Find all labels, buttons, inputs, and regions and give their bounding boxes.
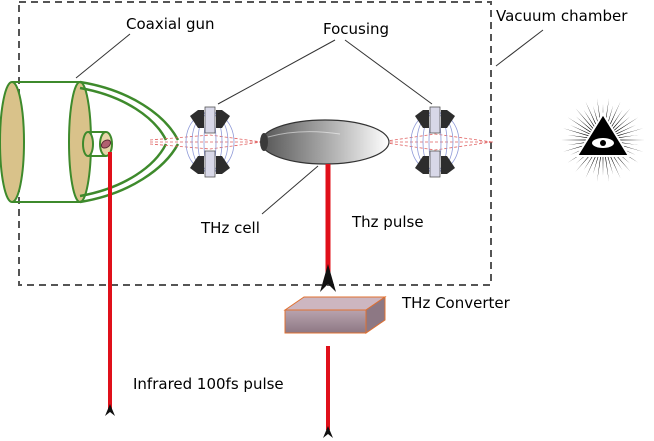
thz-converter — [283, 296, 387, 334]
label-thz-converter: THz Converter — [401, 294, 511, 312]
label-focusing: Focusing — [323, 20, 389, 38]
leader-lines — [75, 29, 544, 215]
focusing-magnet-right — [410, 106, 460, 178]
converter-output-beam — [323, 346, 333, 438]
infrared-laser-beam — [105, 152, 115, 416]
thz-cell — [260, 119, 390, 165]
focusing-magnet-left — [185, 106, 235, 178]
label-infrared-pulse: Infrared 100fs pulse — [133, 375, 284, 393]
eye-of-providence-icon — [561, 98, 645, 182]
label-vacuum-chamber: Vacuum chamber — [496, 7, 628, 25]
label-coaxial-gun: Coaxial gun — [126, 15, 215, 33]
label-thz-cell: THz cell — [200, 219, 260, 237]
thz-pulse-beam — [320, 164, 336, 292]
label-thz-pulse: Thz pulse — [351, 213, 424, 231]
coaxial-gun — [0, 80, 180, 204]
